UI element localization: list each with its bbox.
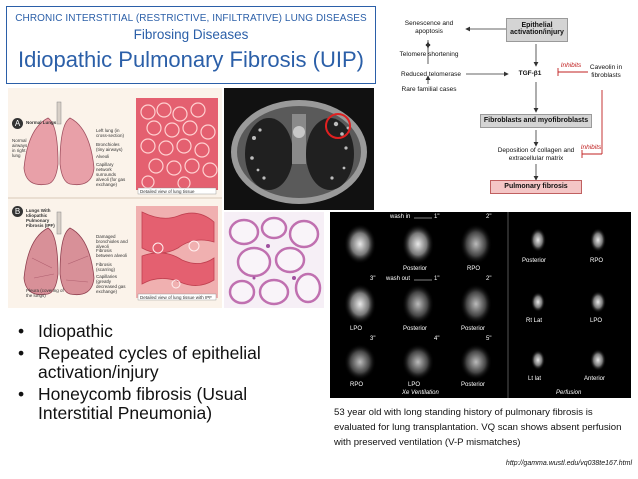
vq-view-r5: Lt lat	[528, 376, 542, 382]
vq-view-l8: Posterior	[461, 382, 486, 388]
title-subtitle: Fibrosing Diseases	[133, 27, 249, 42]
vq-time-3: 3"	[370, 276, 376, 282]
vq-view-r1: Posterior	[522, 258, 547, 264]
panel-a-marker: A	[12, 118, 23, 129]
label-ipf-lungs: Lungs With Idiopathic Pulmonary Fibrosis…	[26, 208, 55, 228]
node-reduced-telomerase: Reduced telomerase	[401, 71, 461, 78]
vq-view-r3: Rt Lat	[526, 318, 543, 324]
callout-b5: Capillaries (greatly decreased gas excha…	[96, 274, 126, 294]
node-deposition: Deposition of collagen and extracellular…	[497, 147, 575, 162]
callout-a3: Alveoli	[96, 154, 110, 159]
node-caveolin: Caveolin in fibroblasts	[589, 64, 623, 79]
pathogenesis-diagram: Senescence and apoptosis Epithelial acti…	[396, 14, 626, 202]
source-link[interactable]: http://gamma.wustl.edu/vq038te167.html	[505, 460, 632, 467]
label-xe-ventilation: Xe Ventilation	[402, 390, 439, 396]
title-box: CHRONIC INTERSTITIAL (RESTRICTIVE, INFIL…	[6, 6, 376, 84]
vq-drawing	[344, 212, 606, 398]
panel-b-marker: B	[12, 206, 23, 217]
bullet-item: Idiopathic	[14, 322, 314, 342]
fibrotic-tissue-detail	[136, 206, 218, 298]
label-normal-lungs: Normal Lungs	[26, 120, 57, 125]
vq-time-5: 2"	[486, 276, 492, 282]
vq-time-6: 3"	[370, 336, 376, 342]
vq-view-l7: LPO	[408, 382, 421, 388]
vq-view-l5: Posterior	[461, 326, 486, 332]
callout-b6: Detailed view of lung tissue with IPF	[140, 295, 213, 300]
histology-drawing	[224, 212, 324, 308]
label-wash-out: wash out	[386, 276, 411, 282]
vq-view-l1: Posterior	[403, 266, 428, 272]
callout-a4: Capillary network surrounds alveoli (for…	[96, 162, 126, 187]
node-pulmonary-fibrosis: Pulmonary fibrosis	[490, 180, 582, 194]
node-fibroblasts: Fibroblasts and myofibroblasts	[480, 114, 592, 128]
normal-tissue-detail	[136, 98, 218, 190]
vq-time-2: 2"	[486, 214, 492, 220]
label-perfusion: Perfusion	[556, 390, 582, 396]
fibrotic-lungs-image	[23, 211, 95, 296]
node-senescence: Senescence and apoptosis	[404, 20, 454, 35]
callout-a2: Bronchioles (tiny airways)	[96, 142, 123, 152]
bullet-item: Repeated cycles of epithelial activation…	[14, 344, 314, 382]
vq-time-8: 5"	[486, 336, 492, 342]
page-title: Idiopathic Pulmonary Fibrosis (UIP)	[17, 47, 364, 72]
node-familial: Rare familial cases	[401, 86, 457, 93]
callout-a1: Left lung (in cross-section)	[96, 128, 125, 138]
vq-view-l4: Posterior	[403, 326, 428, 332]
node-epithelial: Epithelial activation/injury	[506, 18, 568, 42]
normal-lungs-image	[23, 101, 95, 186]
node-telomere-shortening: Telomere shortening	[399, 51, 459, 58]
ct-drawing	[231, 100, 367, 204]
vq-time-4: 1"	[434, 276, 440, 282]
vq-view-l3: LPO	[350, 326, 363, 332]
vq-scan-image: wash in wash out 1" 2" 3" 1" 2" 3" 4" 5"…	[330, 212, 631, 398]
label-inhibits-2: Inhibits	[580, 144, 602, 151]
ct-scan-image	[224, 88, 374, 210]
vq-view-r6: Anterior	[584, 376, 606, 382]
title-category: CHRONIC INTERSTITIAL (RESTRICTIVE, INFIL…	[15, 13, 367, 24]
vq-time-7: 4"	[434, 336, 440, 342]
label-inhibits-1: Inhibits	[560, 62, 582, 69]
callout-b3: Pleura (covering of the lungs)	[26, 288, 64, 298]
label-wash-in: wash in	[390, 214, 411, 220]
bullet-list: Idiopathic Repeated cycles of epithelial…	[14, 322, 314, 426]
callout-a6: Detailed view of lung tissue	[140, 189, 195, 194]
lung-illustration: A B Normal Lungs Lungs With Idiopathic P…	[8, 88, 222, 308]
vq-view-l2: RPO	[467, 266, 481, 272]
vq-view-r4: LPO	[590, 318, 603, 324]
lung-drawing	[8, 98, 222, 301]
callout-a5: Normal airways in right lung	[12, 138, 28, 158]
pathway-arrows	[425, 26, 603, 181]
vq-view-r2: RPO	[590, 258, 604, 264]
histology-image	[224, 212, 324, 308]
case-caption: 53 year old with long standing history o…	[334, 407, 622, 448]
node-tgf: TGF-β1	[518, 70, 542, 77]
callout-b4: Fibrosis (scarring)	[96, 262, 116, 272]
vq-view-l6: RPO	[350, 382, 364, 388]
callout-b2: Fibrosis between alveoli	[96, 248, 128, 258]
bullet-item: Honeycomb fibrosis (Usual Interstitial P…	[14, 385, 314, 423]
vq-time-1: 1"	[434, 214, 440, 220]
callout-b1: Damaged bronchioles and alveoli	[96, 234, 128, 249]
